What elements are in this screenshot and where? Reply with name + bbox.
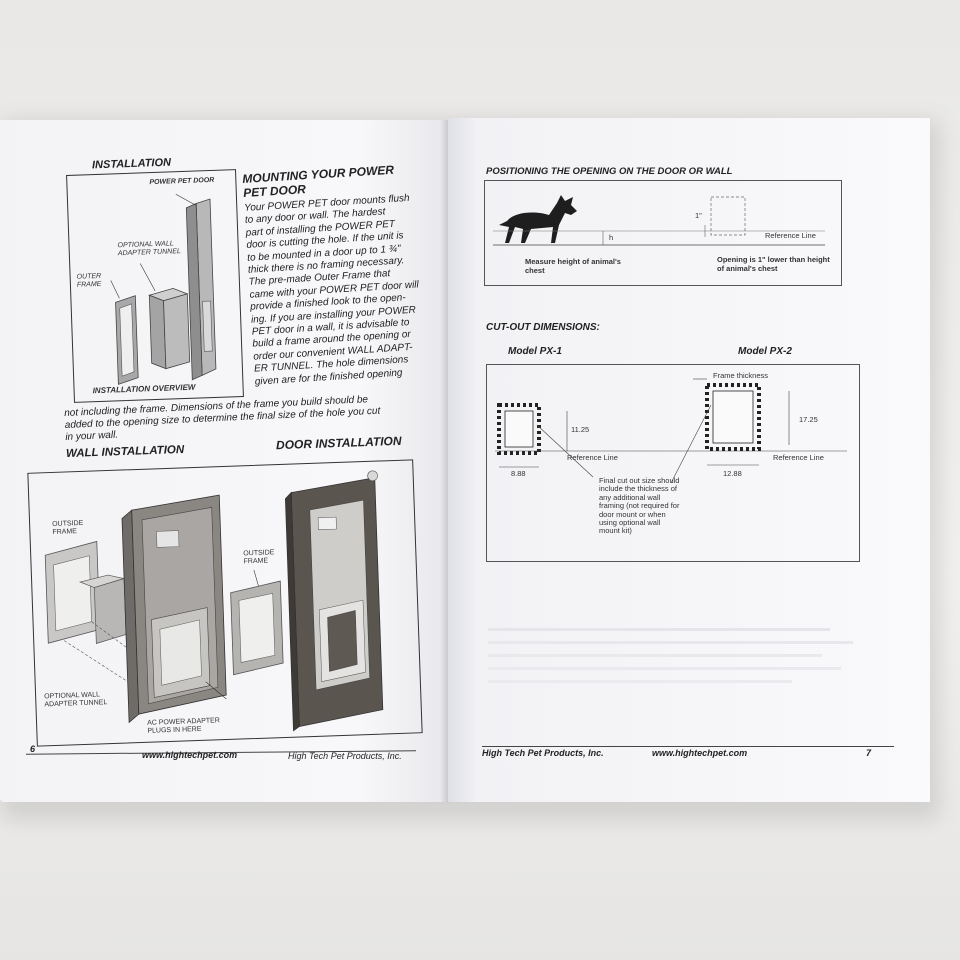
wall-door-illustration xyxy=(44,470,384,732)
cutout-illustration xyxy=(495,378,847,484)
left-page-number: 6 xyxy=(30,744,36,754)
px1-width-label: 8.88 xyxy=(511,469,526,478)
installation-heading: INSTALLATION xyxy=(91,156,172,172)
cutout-diagram-box: Frame thickness 11.25 8.88 Reference Lin… xyxy=(486,364,860,562)
installation-overview-box: POWER PET DOOR OPTIONAL WALL ADAPTER TUN… xyxy=(66,169,244,403)
px1-reference-line-label: Reference Line xyxy=(567,453,618,462)
positioning-illustration xyxy=(493,195,825,246)
wall-door-installation-box: OUTSIDE FRAME OPTIONAL WALL ADAPTER TUNN… xyxy=(27,459,423,747)
ac-power-adapter-label: AC POWER ADAPTER PLUGS IN HERE xyxy=(147,717,220,735)
right-footer-company: High Tech Pet Products, Inc. xyxy=(482,748,604,758)
right-page: POSITIONING THE OPENING ON THE DOOR OR W… xyxy=(448,118,930,802)
wall-outside-frame-label: OUTSIDE FRAME xyxy=(52,519,84,536)
model-px1-label: Model PX-1 xyxy=(508,346,562,357)
positioning-diagram-box: h 1" Reference Line Measure height of an… xyxy=(484,180,842,286)
one-inch-label: 1" xyxy=(695,211,702,220)
wall-installation-heading: WALL INSTALLATION xyxy=(65,443,185,461)
frame-thickness-label: Frame thickness xyxy=(713,371,769,380)
wall-optional-tunnel-label: OPTIONAL WALL ADAPTER TUNNEL xyxy=(44,691,108,709)
mounting-text-block: MOUNTING YOUR POWER PET DOOR Your POWER … xyxy=(242,160,448,389)
show-through-text xyxy=(488,618,868,718)
final-cut-note: Final cut out size should include the th… xyxy=(599,476,680,536)
right-page-number: 7 xyxy=(866,748,872,758)
left-footer-company: High Tech Pet Products, Inc. xyxy=(288,751,402,761)
cutout-heading: CUT-OUT DIMENSIONS: xyxy=(486,322,600,333)
door-outside-frame-label: OUTSIDE FRAME xyxy=(243,549,275,566)
reference-line-label: Reference Line xyxy=(765,231,816,240)
opening-label: Opening is 1" lower than height of anima… xyxy=(717,255,830,273)
installation-overview-illustration xyxy=(110,193,217,385)
positioning-heading: POSITIONING THE OPENING ON THE DOOR OR W… xyxy=(486,166,733,177)
measure-label: Measure height of animal's chest xyxy=(525,257,621,275)
left-footer-website: www.hightechpet.com xyxy=(142,750,238,760)
right-footer-website: www.hightechpet.com xyxy=(652,748,748,758)
h-label: h xyxy=(609,233,614,242)
px1-height-label: 11.25 xyxy=(571,425,590,434)
model-px2-label: Model PX-2 xyxy=(738,346,792,357)
px2-width-label: 12.88 xyxy=(723,469,742,478)
left-page: INSTALLATION POWER PET DOOR OPTIONAL WAL… xyxy=(0,120,448,802)
px2-height-label: 17.25 xyxy=(799,415,818,424)
door-installation-heading: DOOR INSTALLATION xyxy=(275,433,402,453)
px2-reference-line-label: Reference Line xyxy=(773,453,824,462)
right-footer-rule xyxy=(482,746,894,747)
